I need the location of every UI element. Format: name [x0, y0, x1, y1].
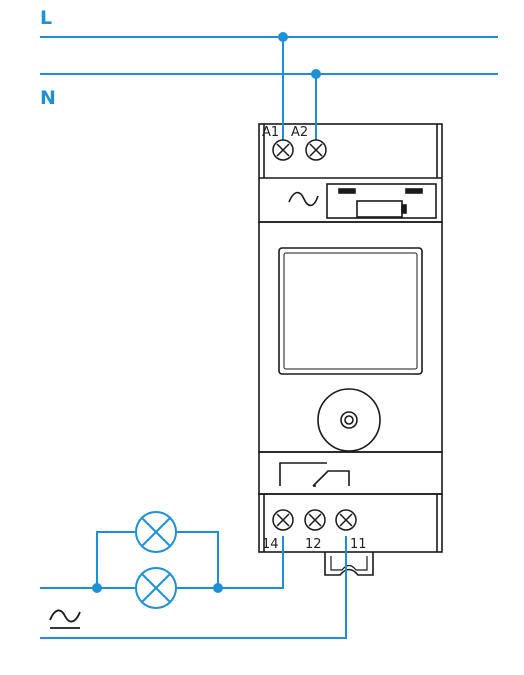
terminal-label-14: 14 [262, 537, 279, 552]
battery-compartment [326, 183, 437, 219]
din-rail-clip-inner [330, 556, 368, 571]
din-rail-clip-icon [324, 552, 374, 576]
junction-left [92, 583, 102, 593]
wire-upper-branch [96, 531, 136, 588]
battery-tab-2 [405, 188, 423, 194]
terminal-label-A2: A2 [291, 125, 308, 140]
device-top-module [258, 123, 443, 223]
bus-label-N: N [40, 87, 56, 109]
terminal-11 [335, 509, 357, 531]
rotary-knob-inner [340, 411, 358, 429]
lamp-lower [135, 567, 177, 609]
wire-return-to-11 [40, 536, 347, 639]
terminal-label-A1: A1 [262, 125, 279, 140]
device-bottom-module [258, 493, 443, 553]
terminal-A2 [305, 139, 327, 161]
bus-label-L: L [40, 7, 52, 29]
display-screen-inner [283, 252, 418, 370]
terminal-A1 [272, 139, 294, 161]
relay-section [258, 451, 443, 495]
relay-contact-icon [279, 462, 327, 486]
lamp-upper [135, 511, 177, 553]
supply-ac-icon [49, 609, 81, 623]
load-wiring [40, 531, 347, 639]
battery-icon [356, 200, 403, 218]
battery-tab-1 [338, 188, 356, 194]
bus-lines: L N [40, 7, 498, 109]
terminal-label-11: 11 [350, 537, 367, 552]
ac-symbol-icon [288, 191, 319, 207]
junction-L-A1 [278, 32, 288, 42]
junction-N-A2 [311, 69, 321, 79]
relay-contact-switch [312, 470, 350, 487]
device-main-body [258, 221, 443, 453]
rotary-knob-icon [317, 388, 381, 452]
display-screen [278, 247, 423, 375]
rotary-knob-center [344, 415, 354, 425]
terminal-14 [272, 509, 294, 531]
supply-wiring [282, 37, 317, 142]
wire-lower-right-to-14 [176, 536, 284, 589]
junction-right [213, 583, 223, 593]
supply-symbol [49, 609, 81, 629]
timer-device [258, 123, 443, 576]
terminal-label-12: 12 [305, 537, 322, 552]
battery-icon-nub [401, 204, 407, 214]
terminal-12 [304, 509, 326, 531]
wire-upper-branch-right [176, 531, 219, 588]
